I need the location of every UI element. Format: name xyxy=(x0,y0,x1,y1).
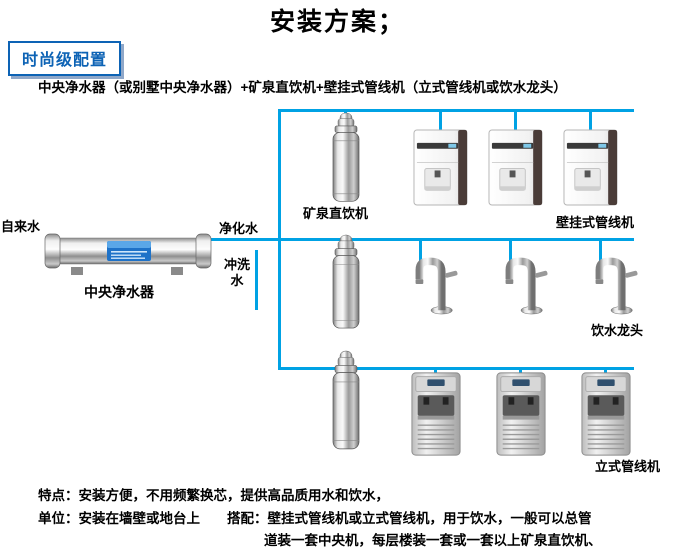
pipe-top-branch xyxy=(278,109,634,112)
purified-water-label: 净化水 xyxy=(219,221,259,236)
filter-cartridge-top xyxy=(329,112,363,205)
floor-dispenser-1 xyxy=(410,371,462,457)
wall-dispenser-2 xyxy=(488,129,543,206)
wall-machine-label: 壁挂式管线机 xyxy=(556,215,635,230)
pipe-flush-drop xyxy=(255,250,258,310)
filter-cartridge-middle xyxy=(329,234,363,332)
pairing-note-continued: 道装一套中央机，每层楼装一套或一套以上矿泉直饮机、 xyxy=(264,533,602,548)
configuration-formula: 中央净水器（或别墅中央净水器）+矿泉直饮机+壁挂式管线机（立式管线机或饮水龙头） xyxy=(38,80,567,95)
pipe-drop-faucet-2 xyxy=(509,238,512,262)
drinking-faucet-1 xyxy=(403,251,461,315)
config-level-badge: 时尚级配置 xyxy=(8,41,122,76)
mineral-machine-label: 矿泉直饮机 xyxy=(303,206,369,221)
filter-cartridge-bottom xyxy=(329,350,363,453)
wall-dispenser-3 xyxy=(563,129,618,206)
floor-dispenser-2 xyxy=(495,371,547,457)
pipe-drop-faucet-1 xyxy=(419,238,422,262)
pipe-drop-wall-2 xyxy=(514,109,517,131)
mounting-note: 单位：安装在墙壁或地台上 搭配：壁挂式管线机或立式管线机，用于饮水，一般可以总管 xyxy=(38,511,592,526)
floor-machine-label: 立式管线机 xyxy=(595,459,661,474)
page-title: 安装方案； xyxy=(269,9,405,36)
pipe-drop-floor-3 xyxy=(604,367,607,375)
central-purifier-device xyxy=(43,227,213,277)
pipe-middle-branch xyxy=(210,238,634,241)
pipe-drop-floor-2 xyxy=(519,367,522,375)
drinking-faucet-2 xyxy=(493,251,551,315)
floor-dispenser-3 xyxy=(580,371,632,457)
wall-dispenser-1 xyxy=(413,129,468,206)
tap-water-label: 自来水 xyxy=(1,219,41,234)
pipe-drop-floor-1 xyxy=(434,367,437,375)
pipe-bottom-branch xyxy=(278,367,634,370)
pipe-drop-wall-1 xyxy=(439,109,442,131)
central-purifier-label: 中央净水器 xyxy=(84,284,154,300)
flush-water-label: 冲洗水 xyxy=(223,257,250,288)
pipe-drop-faucet-3 xyxy=(599,238,602,262)
pipe-drop-wall-3 xyxy=(589,109,592,131)
drinking-faucet-3 xyxy=(583,251,641,315)
faucet-label: 饮水龙头 xyxy=(591,323,644,338)
feature-note: 特点：安装方便，不用频繁换芯，提供高品质用水和饮水， xyxy=(38,488,389,503)
